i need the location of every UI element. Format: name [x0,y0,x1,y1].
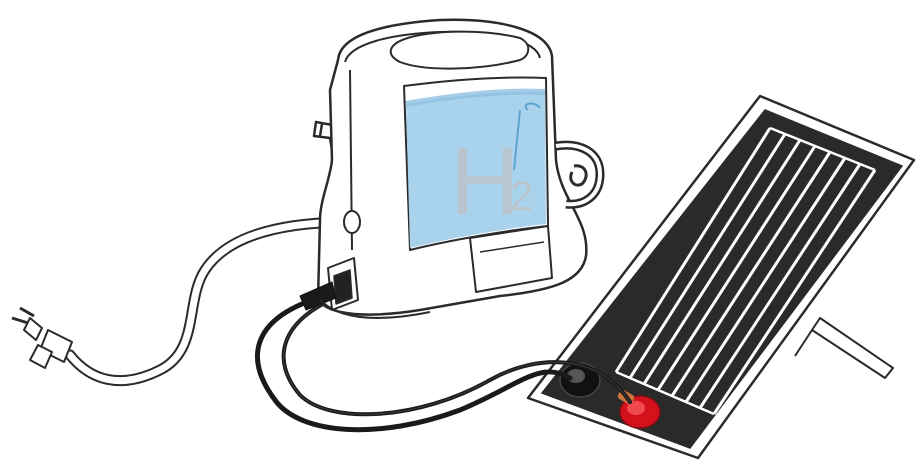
h2-label: H [450,128,519,235]
cord-inlet [344,211,360,233]
hydrogen-generator-icon: H 2 [300,20,600,318]
power-plug-icon [12,308,72,368]
solar-panel-stand [812,318,893,378]
h2-subscript: 2 [510,172,533,219]
generator-top-cap [391,32,529,69]
